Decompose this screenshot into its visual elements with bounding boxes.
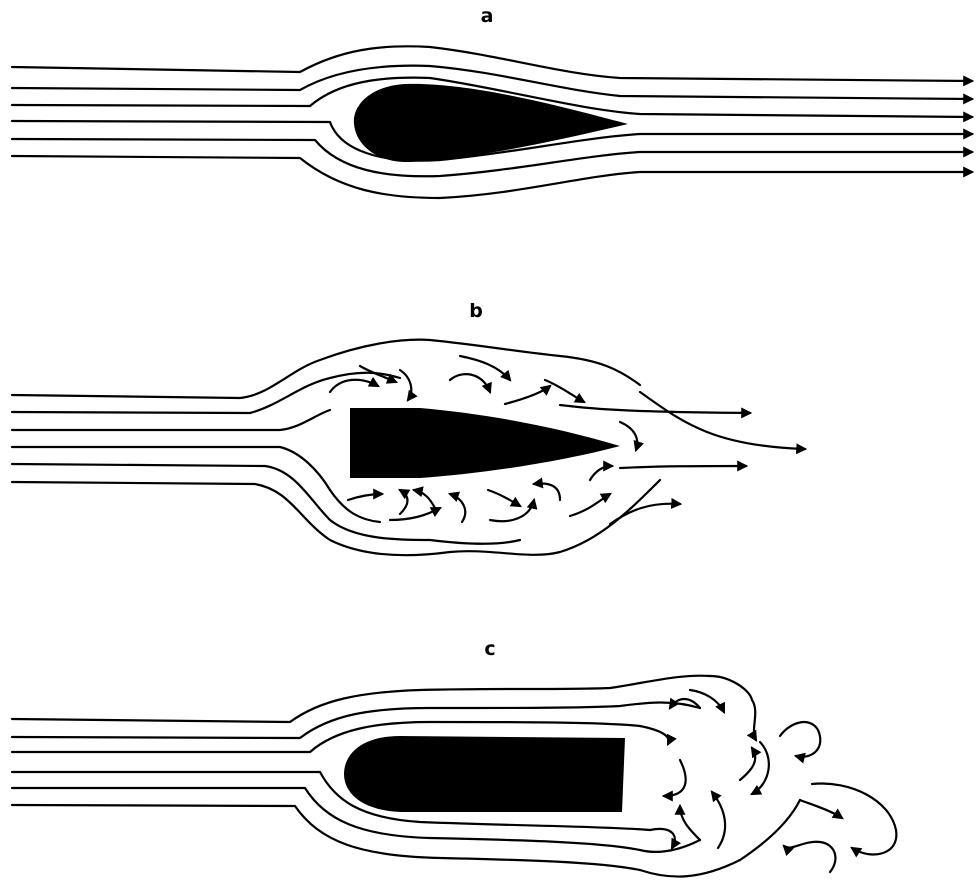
eddy-arrow	[330, 380, 378, 392]
eddy-arrow	[800, 800, 842, 818]
eddy-arrow	[390, 508, 440, 520]
eddy-arrow	[712, 792, 725, 848]
panel-a: a	[12, 5, 972, 198]
eddy-arrow	[545, 380, 584, 402]
streamline	[620, 466, 746, 468]
eddy-arrow	[620, 422, 637, 450]
eddy-arrow	[400, 490, 408, 514]
streamline	[560, 405, 750, 413]
eddy-arrow	[710, 676, 756, 740]
eddy-arrow	[590, 466, 612, 480]
streamline	[12, 46, 972, 81]
panel-a-label: a	[481, 5, 494, 27]
eddy-arrow	[348, 494, 382, 500]
eddy-arrow	[570, 494, 610, 516]
panel-b-label: b	[469, 300, 483, 322]
eddy-arrow	[534, 484, 560, 500]
eddy-arrow	[610, 504, 680, 524]
eddy-arrow	[460, 356, 510, 380]
streamline	[640, 392, 805, 449]
eddy-arrow	[680, 806, 700, 840]
eddy-arrow	[690, 690, 724, 712]
eddy-arrow	[488, 490, 520, 506]
eddy-arrow	[780, 722, 820, 757]
teardrop-body	[354, 84, 628, 162]
eddy-arrow	[450, 494, 465, 522]
eddy-arrow	[505, 386, 550, 404]
wedge-body	[350, 408, 620, 478]
eddy-arrow	[650, 829, 675, 848]
streamline	[12, 676, 710, 722]
eddy-arrow	[752, 742, 769, 794]
streamline	[12, 373, 400, 413]
panel-c-label: c	[484, 638, 495, 660]
panel-b: b	[12, 300, 805, 555]
eddy-arrow	[664, 760, 686, 796]
panel-c: c	[12, 638, 896, 877]
eddy-arrow	[784, 842, 835, 872]
eddy-arrow	[450, 374, 490, 392]
eddy-arrow	[400, 370, 411, 400]
streamline	[12, 156, 972, 198]
streamline	[12, 480, 660, 555]
eddy-arrow	[640, 726, 669, 744]
eddy-arrow	[360, 366, 396, 382]
eddy-arrow	[414, 490, 436, 510]
eddy-arrow	[740, 748, 755, 780]
eddy-arrow	[490, 500, 534, 521]
bullet-body	[344, 736, 625, 812]
